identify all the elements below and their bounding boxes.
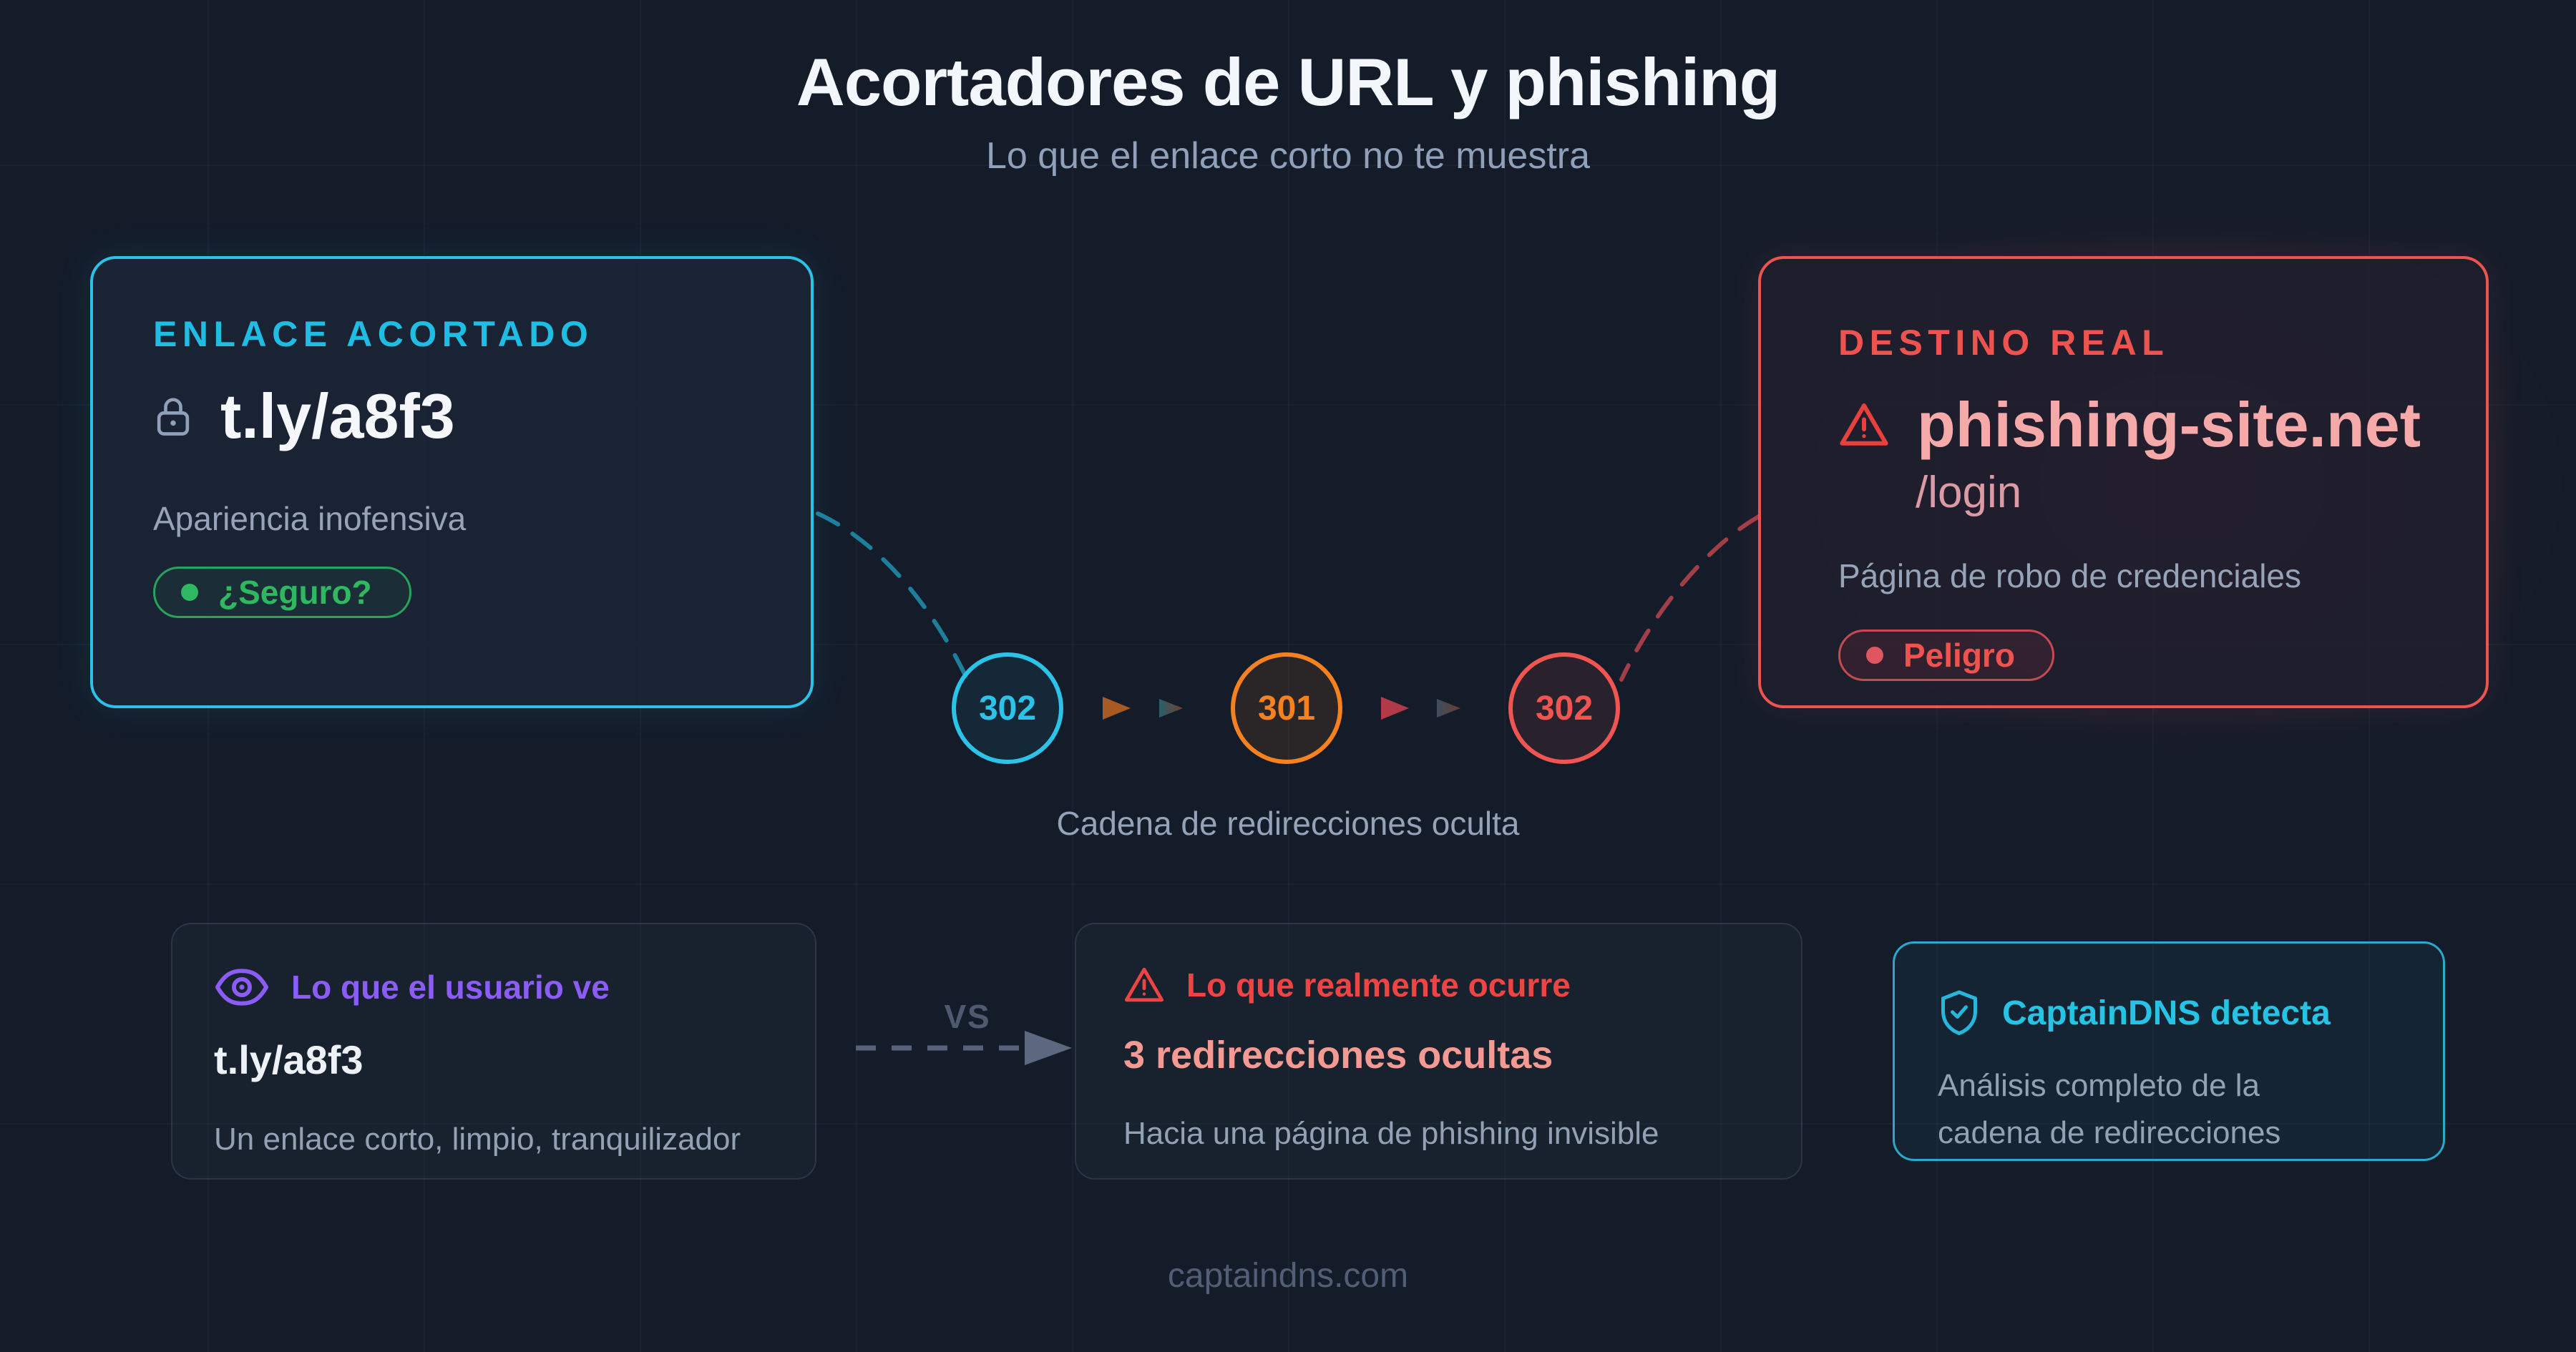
danger-badge: Peligro xyxy=(1838,630,2054,681)
shield-check-icon xyxy=(1941,990,1977,1035)
user-view-url: t.ly/a8f3 xyxy=(214,1037,364,1082)
user-view-heading: Lo que el usuario ve xyxy=(291,969,610,1006)
user-view-description: Un enlace corto, limpio, tranquilizador xyxy=(214,1122,741,1157)
warning-triangle-icon-small xyxy=(1124,967,1164,1002)
redirect-hop-301: 301 xyxy=(1231,652,1342,764)
destination-path-text: /login xyxy=(1916,468,2022,517)
eye-icon xyxy=(215,969,269,1006)
redirect-hop-302-first: 302 xyxy=(952,652,1063,764)
detect-heading: CaptainDNS detecta xyxy=(2002,994,2331,1032)
page-subtitle: Lo que el enlace corto no te muestra xyxy=(985,135,1591,177)
reality-description: Hacia una página de phishing invisible xyxy=(1123,1116,1659,1151)
vs-label: VS xyxy=(944,998,991,1035)
dashed-curve-left xyxy=(816,511,970,682)
green-dot-icon xyxy=(181,584,198,601)
redirect-chain-caption: Cadena de redirecciones oculta xyxy=(1056,805,1520,842)
reality-card: Lo que realmente ocurre 3 redirecciones … xyxy=(1075,923,1802,1180)
chain-arrow-1a xyxy=(1103,697,1131,720)
safe-question-badge: ¿Seguro? xyxy=(153,567,411,618)
dashed-curve-right xyxy=(1619,514,1761,682)
destination-card-description: Página de robo de credenciales xyxy=(1838,557,2302,594)
reality-heading: Lo que realmente ocurre xyxy=(1186,966,1571,1004)
detect-description: Análisis completo de la cadena de redire… xyxy=(1938,1068,2281,1150)
reality-highlight: 3 redirecciones ocultas xyxy=(1123,1034,1553,1077)
lock-icon xyxy=(157,398,190,436)
shortened-link-card: ENLACE ACORTADO t.ly/a8f3 Apariencia ino… xyxy=(90,256,814,708)
danger-badge-label: Peligro xyxy=(1903,637,2015,674)
captaindns-detect-card: CaptainDNS detecta Análisis completo de … xyxy=(1893,941,2445,1161)
footer-domain: captaindns.com xyxy=(1167,1257,1409,1295)
vs-arrowhead xyxy=(1025,1031,1072,1065)
destination-domain-text: phishing-site.net xyxy=(1917,389,2421,460)
warning-triangle-icon xyxy=(1840,403,1888,446)
shortened-url-text: t.ly/a8f3 xyxy=(220,381,455,451)
safe-badge-label: ¿Seguro? xyxy=(218,574,372,611)
real-destination-card: DESTINO REAL phishing-site.net /login Pá… xyxy=(1758,256,2489,708)
shortened-card-description: Apariencia inofensiva xyxy=(153,500,467,537)
user-view-card: Lo que el usuario ve t.ly/a8f3 Un enlace… xyxy=(171,923,816,1180)
page-title: Acortadores de URL y phishing xyxy=(796,44,1780,119)
chain-arrow-1b xyxy=(1159,699,1183,717)
destination-card-label: DESTINO REAL xyxy=(1838,323,2170,363)
redirect-hop-302-second: 302 xyxy=(1508,652,1620,764)
shortened-card-label: ENLACE ACORTADO xyxy=(153,314,594,354)
red-dot-icon xyxy=(1866,647,1883,664)
chain-arrow-2b xyxy=(1437,699,1460,717)
chain-arrow-2a xyxy=(1381,697,1409,720)
